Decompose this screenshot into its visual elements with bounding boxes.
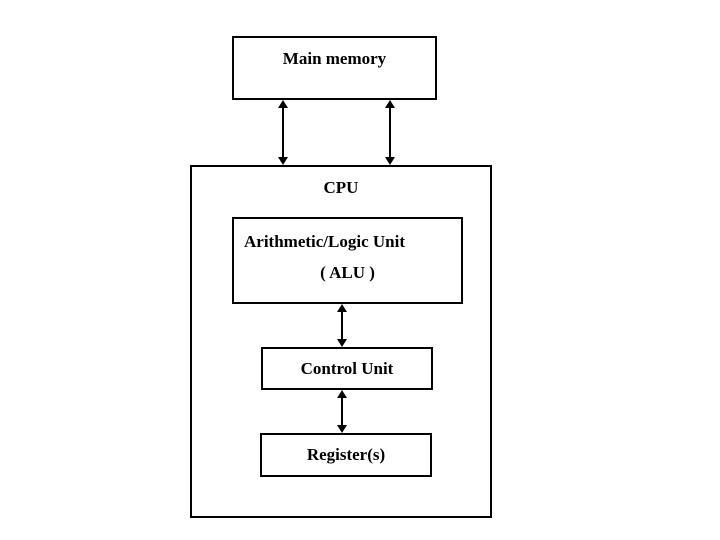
arrow-shaft (341, 396, 343, 427)
registers-label: Register(s) (306, 445, 386, 464)
arrowhead-down-icon (385, 157, 395, 165)
alu-label-line1: Arithmetic/Logic Unit (244, 232, 405, 251)
arrow-shaft (282, 106, 284, 159)
arrowhead-up-icon (385, 100, 395, 108)
control-unit-box: Control Unit (261, 347, 433, 390)
main-memory-label: Main memory (282, 49, 387, 68)
alu-box: Arithmetic/Logic Unit ( ALU ) (232, 217, 463, 304)
double-arrow-memory-cpu-left-icon (278, 100, 288, 165)
arrowhead-down-icon (337, 425, 347, 433)
arrowhead-down-icon (337, 339, 347, 347)
double-arrow-control-unit-registers-icon (337, 390, 347, 433)
arrow-shaft (389, 106, 391, 159)
arrowhead-down-icon (278, 157, 288, 165)
control-unit-label: Control Unit (300, 358, 394, 378)
main-memory-box: Main memory (232, 36, 437, 100)
arrowhead-up-icon (278, 100, 288, 108)
alu-label-line2: ( ALU ) (320, 263, 375, 282)
cpu-label: CPU (323, 178, 359, 197)
arrowhead-up-icon (337, 390, 347, 398)
arrowhead-up-icon (337, 304, 347, 312)
arrow-shaft (341, 310, 343, 341)
cpu-box: CPU Arithmetic/Logic Unit ( ALU ) Contro… (190, 165, 492, 518)
double-arrow-memory-cpu-right-icon (385, 100, 395, 165)
double-arrow-alu-control-unit-icon (337, 304, 347, 347)
registers-box: Register(s) (260, 433, 432, 477)
